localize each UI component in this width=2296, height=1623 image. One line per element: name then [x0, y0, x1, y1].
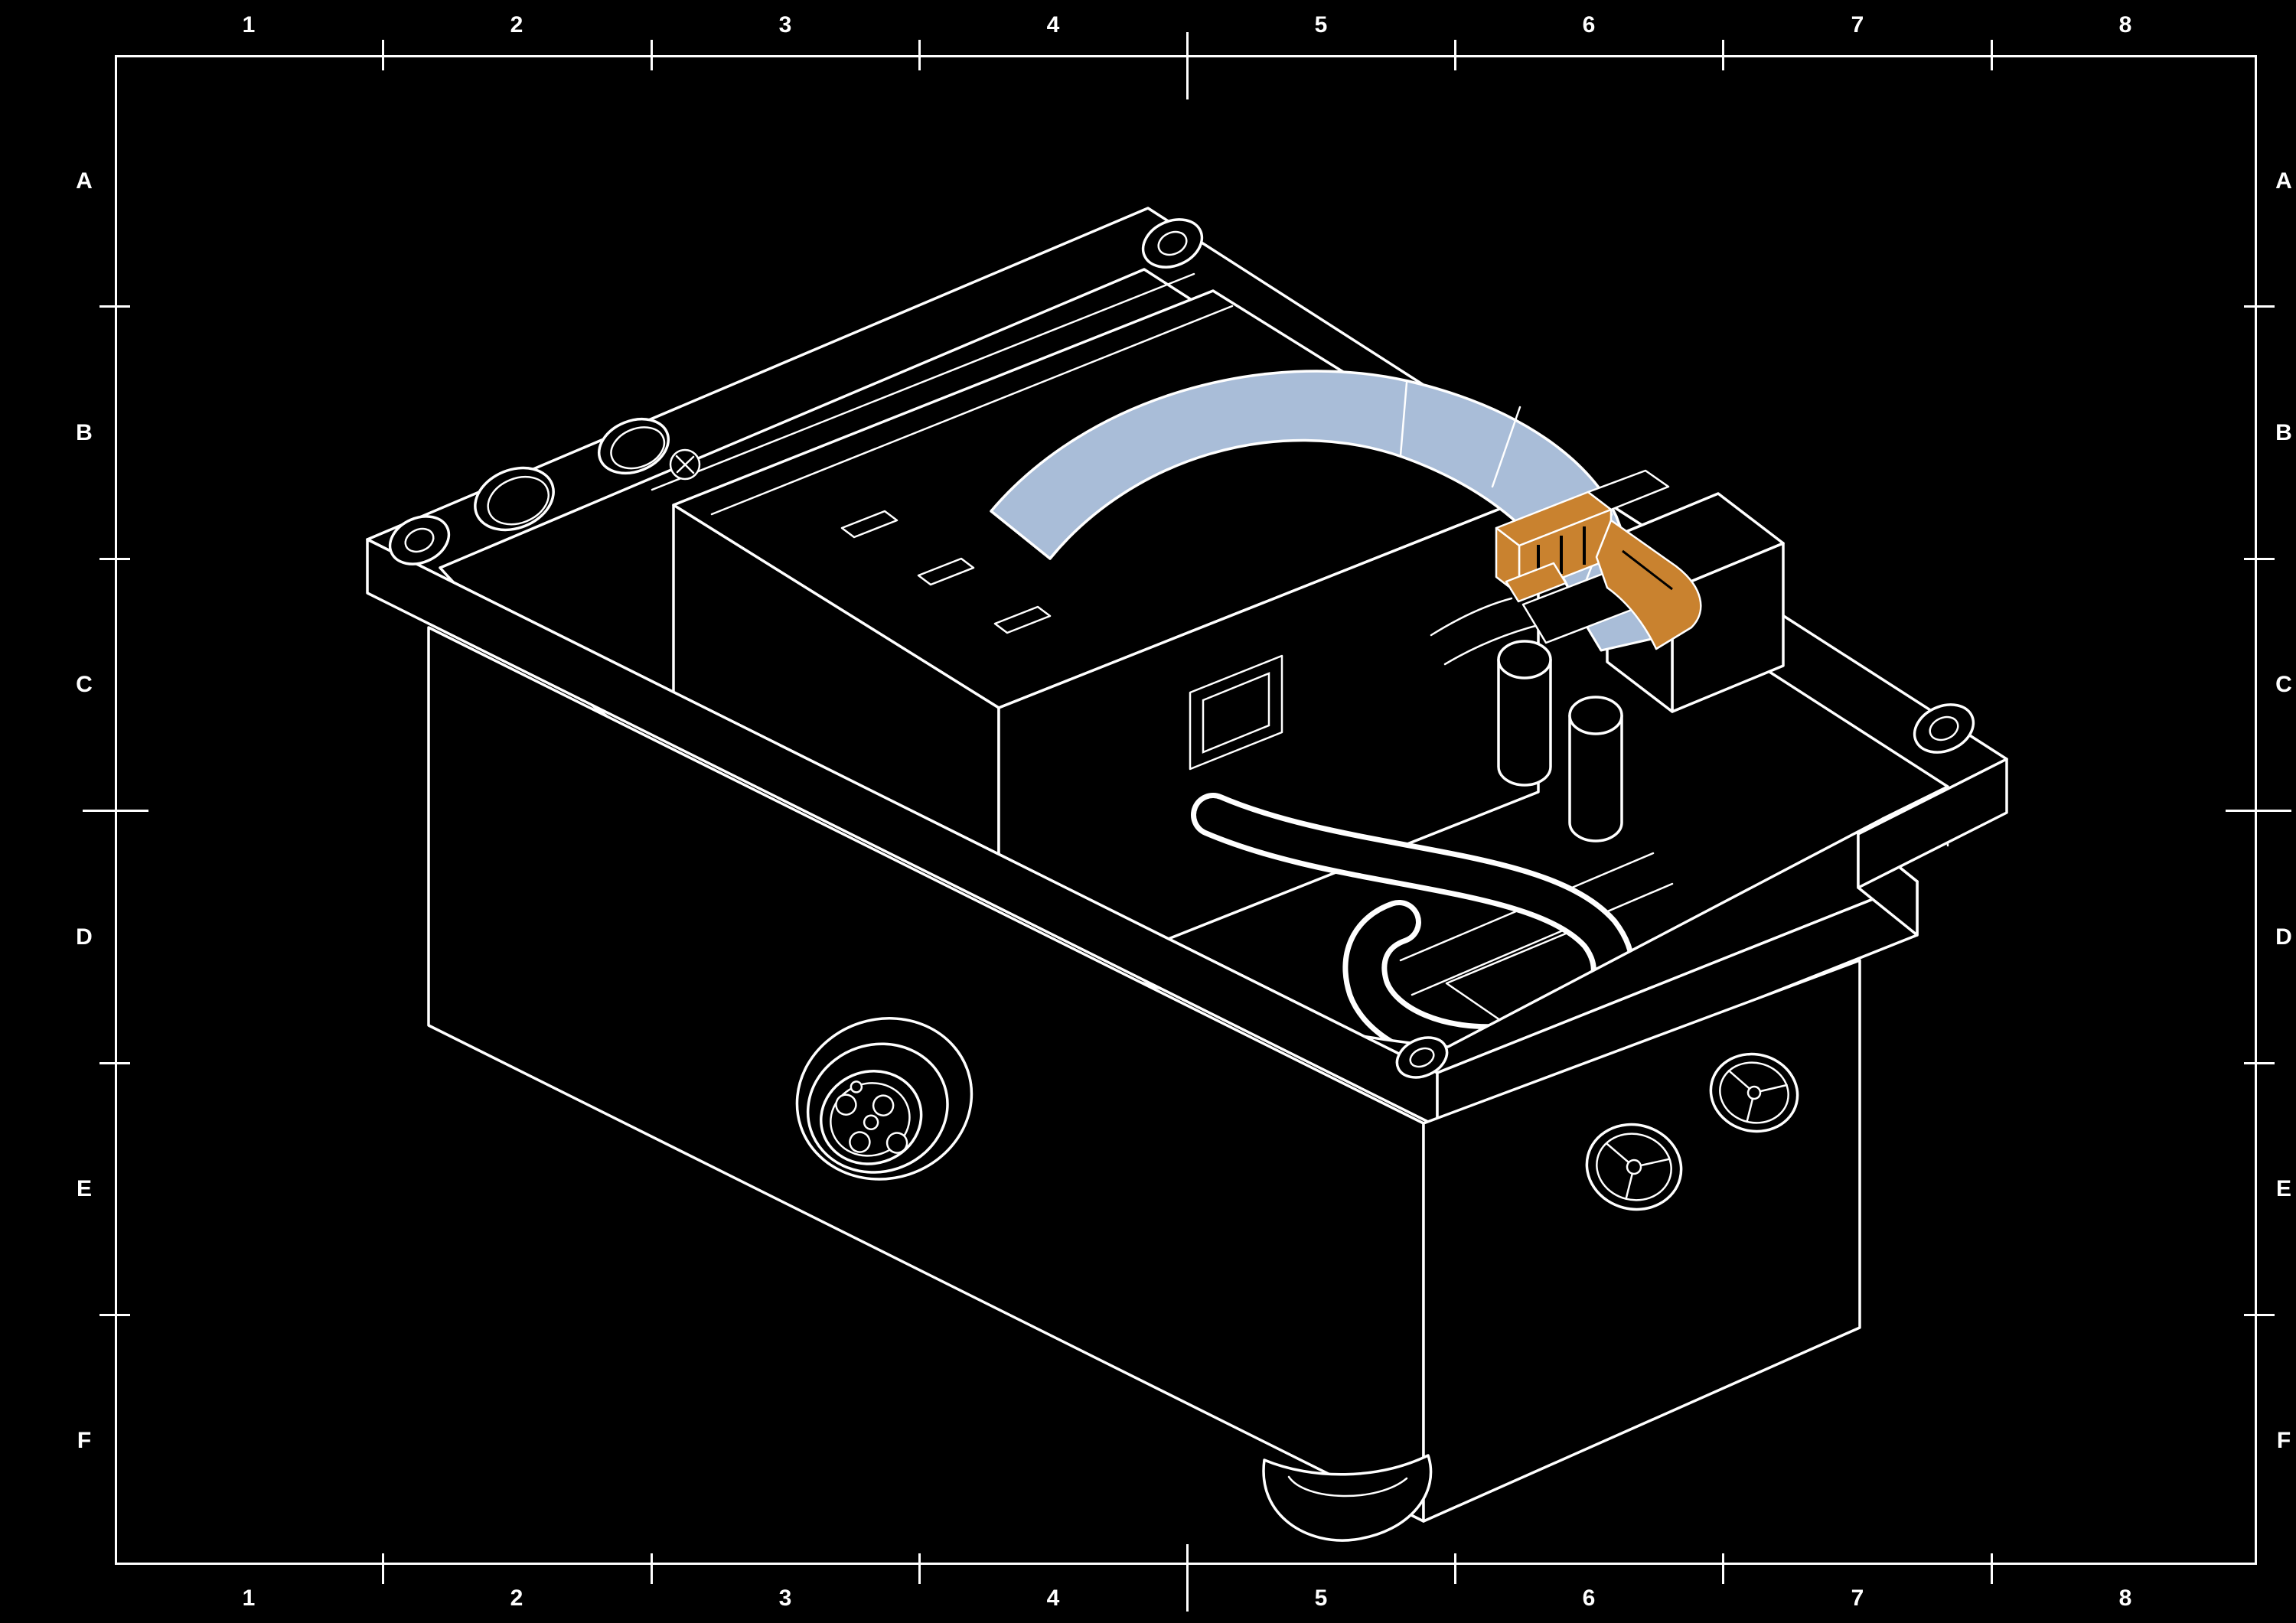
- grid-col-label-bottom: 2: [510, 1586, 523, 1611]
- grid-col-label-top: 6: [1582, 12, 1596, 37]
- small-screw: [669, 448, 701, 481]
- grid-col-label-top: 2: [510, 12, 523, 37]
- screw-boss: [388, 515, 451, 565]
- gland-hole: [474, 466, 555, 532]
- module-slot: [840, 510, 899, 539]
- grid-row-label-right: F: [2276, 1428, 2291, 1453]
- grid-col-label-bottom: 5: [1314, 1586, 1328, 1611]
- zone-center-tick: [2226, 810, 2291, 812]
- orange-latch-arm: [1595, 519, 1702, 650]
- zone-tick: [1722, 40, 1724, 70]
- circular-connector: [795, 1017, 974, 1181]
- module-slot: [917, 557, 975, 586]
- zone-tick: [99, 305, 130, 308]
- zone-tick: [99, 1062, 130, 1064]
- grid-col-label-top: 1: [242, 12, 256, 37]
- grid-row-label-right: A: [2275, 168, 2292, 194]
- zone-tick: [2244, 558, 2275, 560]
- bottom-cable-gland: [1262, 1454, 1433, 1542]
- vent-hole: [1585, 1123, 1683, 1211]
- zone-tick: [651, 40, 653, 70]
- zone-tick: [651, 1553, 653, 1584]
- grid-col-label-top: 8: [2118, 12, 2132, 37]
- grid-col-label-bottom: 6: [1582, 1586, 1596, 1611]
- grid-row-label-left: D: [76, 924, 93, 950]
- enclosure-flange-walls: [366, 538, 2008, 1128]
- zone-tick: [382, 1553, 384, 1584]
- vent-hole: [1709, 1052, 1799, 1133]
- orange-tab: [1505, 562, 1567, 603]
- grid-row-label-right: C: [2275, 672, 2292, 697]
- orange-connector: [1495, 469, 1702, 650]
- grid-row-label-left: A: [76, 168, 93, 194]
- ethernet-jack: [1189, 654, 1283, 771]
- module-slot: [993, 605, 1052, 634]
- standoff-cylinder: [1497, 640, 1623, 842]
- grid-col-label-top: 4: [1046, 12, 1060, 37]
- zone-tick: [1722, 1553, 1724, 1584]
- grid-col-label-bottom: 7: [1851, 1586, 1864, 1611]
- grid-col-label-top: 3: [778, 12, 792, 37]
- grid-row-label-left: E: [76, 1176, 92, 1201]
- zone-center-tick: [1186, 32, 1189, 99]
- screw-boss: [1141, 218, 1204, 269]
- grid-col-label-bottom: 4: [1046, 1586, 1060, 1611]
- zone-tick: [2244, 1062, 2275, 1064]
- grid-col-label-bottom: 8: [2118, 1586, 2132, 1611]
- zone-tick: [1454, 40, 1456, 70]
- zone-tick: [918, 40, 921, 70]
- grid-col-label-top: 7: [1851, 12, 1864, 37]
- grid-col-label-top: 5: [1314, 12, 1328, 37]
- grid-row-label-left: B: [76, 420, 93, 445]
- enclosure-interior: [651, 272, 1785, 1069]
- zone-tick: [99, 558, 130, 560]
- zone-tick: [1991, 40, 1993, 70]
- grid-row-label-left: F: [77, 1428, 92, 1453]
- grid-row-label-right: B: [2275, 420, 2292, 445]
- gland-hole: [597, 417, 670, 475]
- zone-tick: [382, 40, 384, 70]
- grid-col-label-bottom: 1: [242, 1586, 256, 1611]
- zone-tick: [2244, 305, 2275, 308]
- zone-center-tick: [1186, 1544, 1189, 1612]
- zone-tick: [1991, 1553, 1993, 1584]
- zone-center-tick: [83, 810, 148, 812]
- zone-tick: [1454, 1553, 1456, 1584]
- screw-boss: [1913, 703, 1975, 754]
- grid-row-label-left: C: [76, 672, 93, 697]
- zone-tick: [2244, 1314, 2275, 1316]
- grid-col-label-bottom: 3: [778, 1586, 792, 1611]
- zone-tick: [918, 1553, 921, 1584]
- screw-boss: [1395, 1036, 1449, 1079]
- grid-row-label-right: D: [2275, 924, 2292, 950]
- zone-tick: [99, 1314, 130, 1316]
- grid-row-label-right: E: [2275, 1176, 2291, 1201]
